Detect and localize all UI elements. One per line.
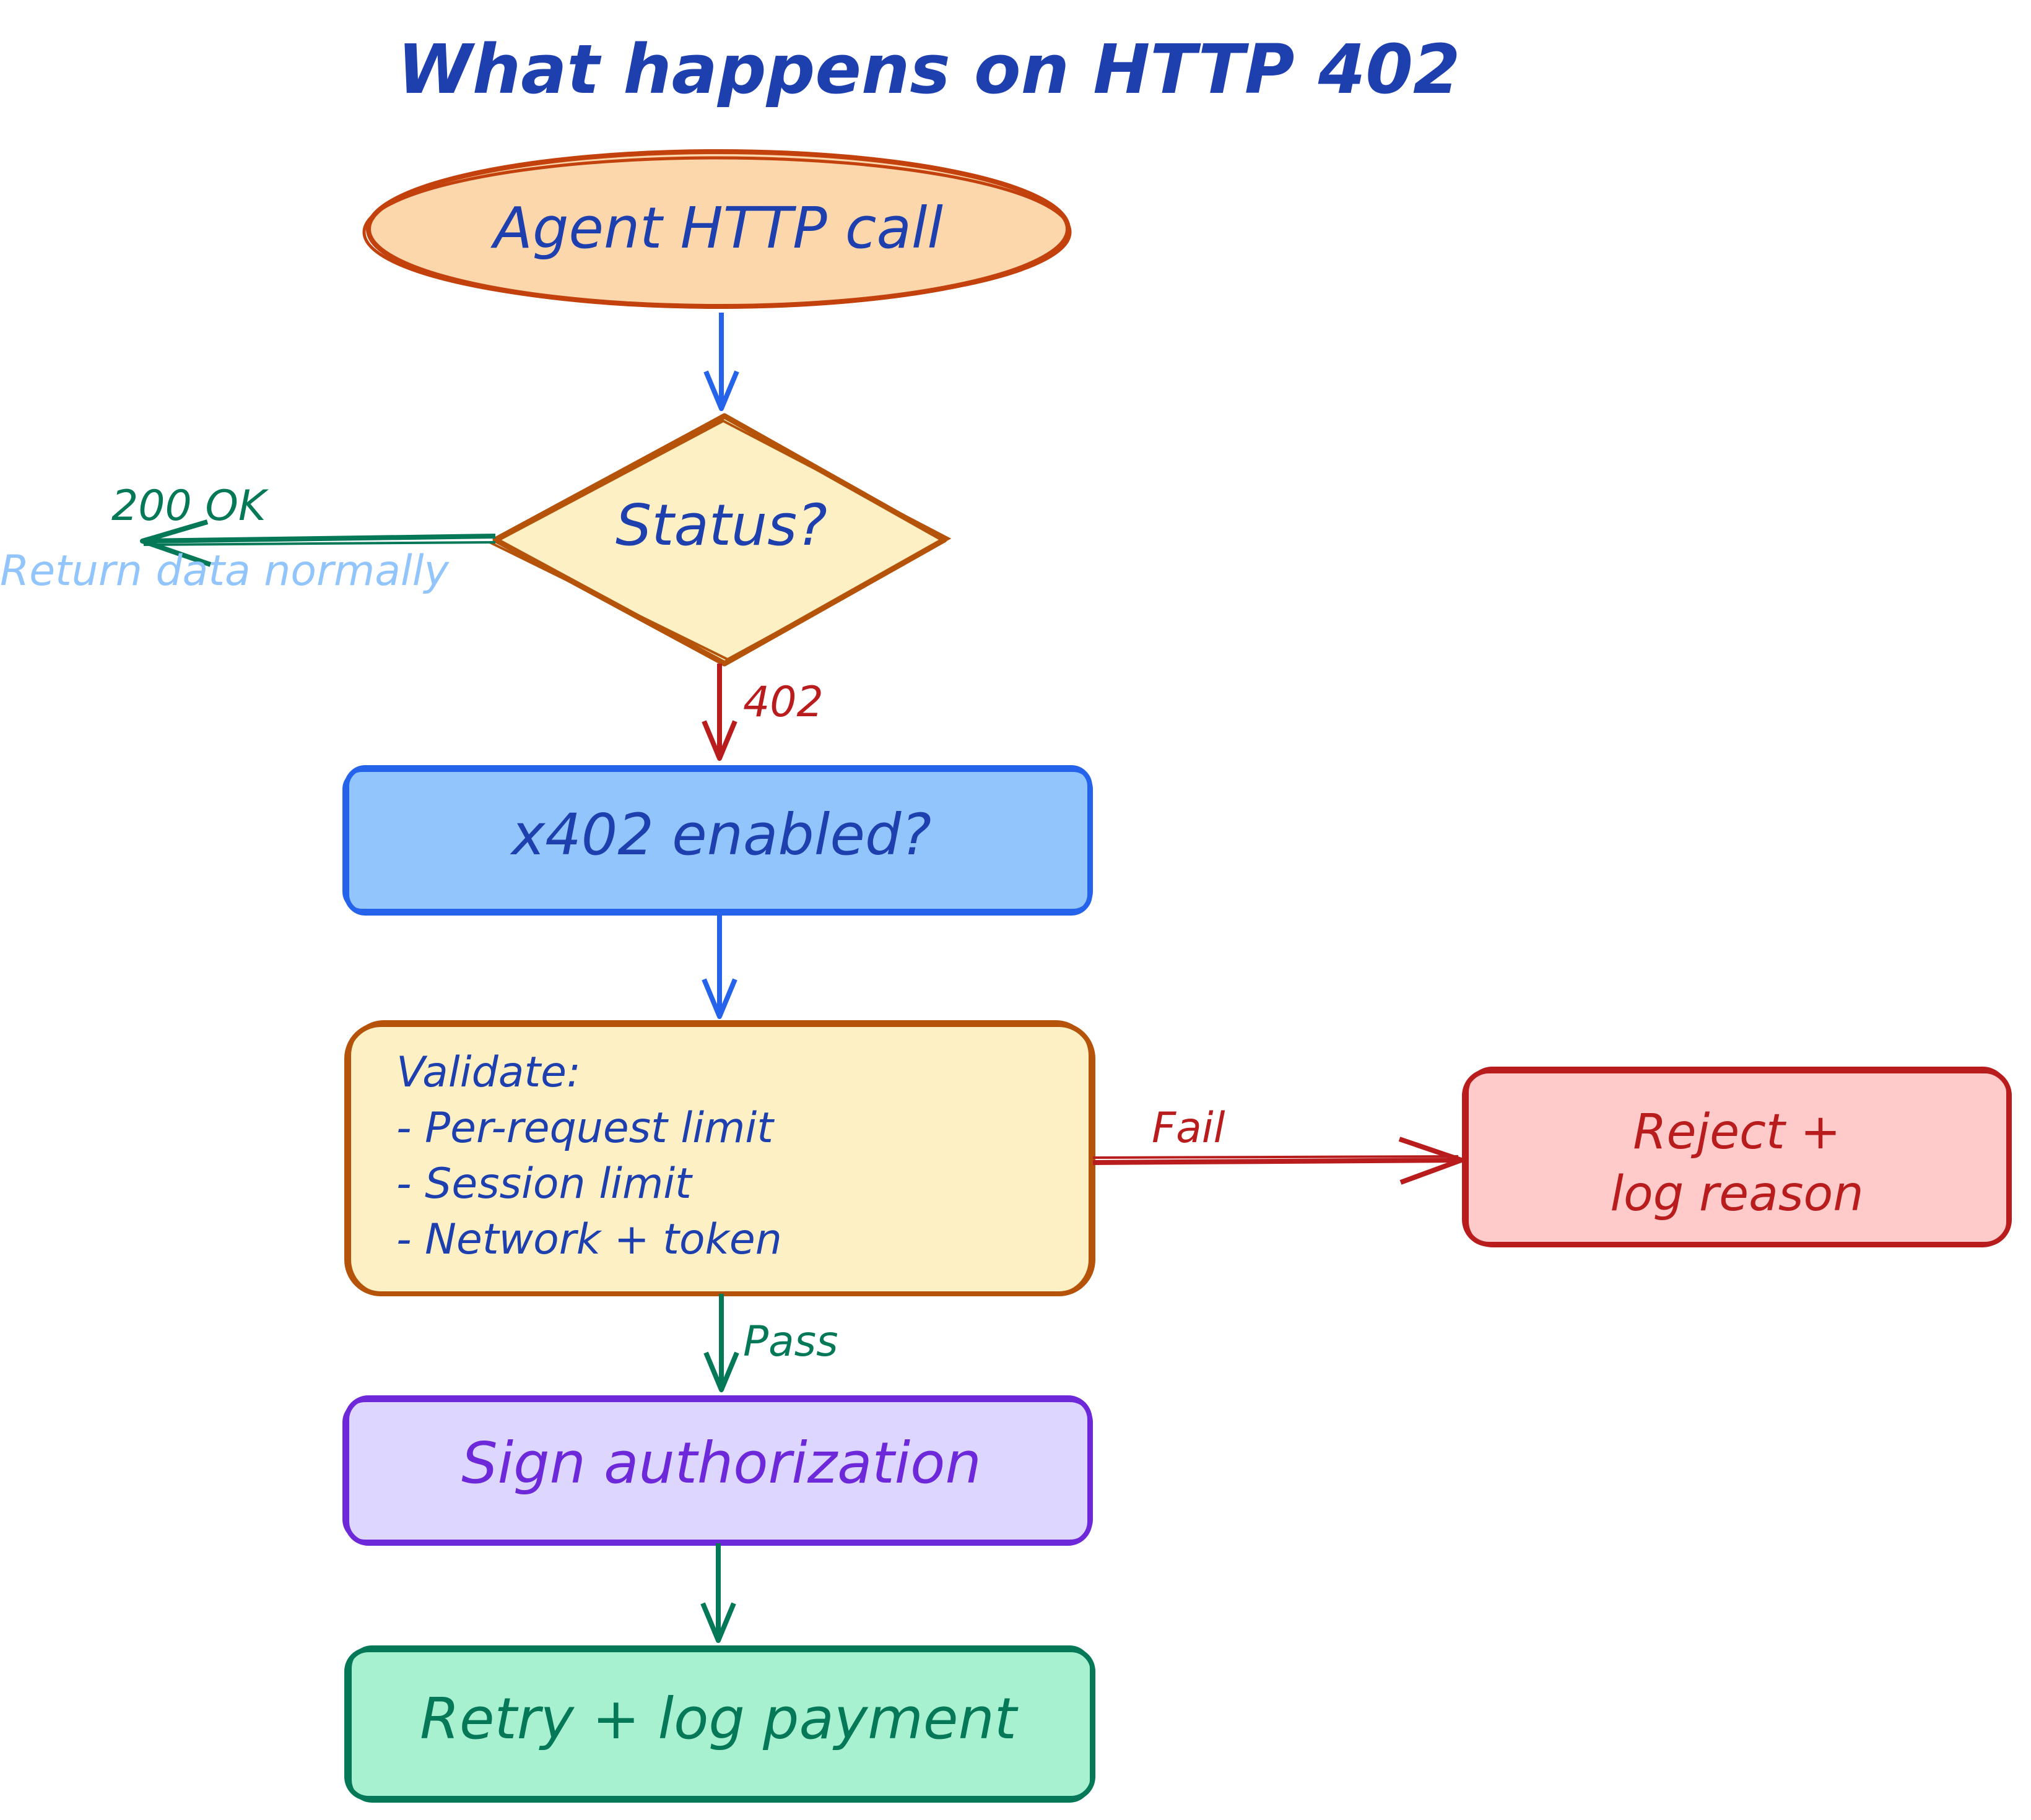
arrow-sign-to-retry [700, 1543, 736, 1643]
edge-label-200-ok: 200 OK [111, 482, 269, 531]
edge-label-pass: Pass [743, 1317, 838, 1366]
x402-enabled-label: x402 enabled? [510, 802, 931, 868]
validate-line-per-request: - Per-request limit [396, 1104, 775, 1153]
validate-node: Validate: - Per-request limit - Session … [344, 1020, 1095, 1296]
sign-authorization-label: Sign authorization [461, 1430, 981, 1496]
retry-node: Retry + log payment [344, 1645, 1095, 1803]
start-node-label: Agent HTTP call [490, 195, 943, 261]
arrow-validate-to-sign [703, 1294, 739, 1392]
x402-enabled-node: x402 enabled? [342, 765, 1093, 916]
start-node: Agent HTTP call [362, 149, 1072, 309]
arrow-x402-to-validate [702, 913, 737, 1019]
arrow-status-to-x402 [702, 664, 737, 761]
edge-label-return-data: Return data normally [0, 547, 450, 596]
validate-line-network: - Network + token [396, 1215, 782, 1264]
validate-heading: Validate: [396, 1048, 581, 1097]
arrow-status-to-ok [140, 519, 496, 567]
edge-label-402: 402 [743, 678, 824, 727]
status-decision-label: Status? [615, 492, 827, 558]
reject-line-2: log reason [1610, 1166, 1863, 1222]
reject-line-1: Reject + [1633, 1104, 1840, 1160]
edge-label-fail: Fail [1152, 1104, 1225, 1153]
arrow-validate-to-reject [1092, 1137, 1464, 1185]
arrow-start-to-status [703, 313, 739, 411]
validate-line-session: - Session limit [396, 1159, 693, 1208]
status-decision: Status? [489, 413, 952, 667]
diagram-title: What happens on HTTP 402 [398, 30, 1461, 109]
sign-authorization-node: Sign authorization [342, 1395, 1093, 1546]
reject-node: Reject + log reason [1462, 1067, 2012, 1247]
retry-label: Retry + log payment [420, 1686, 1019, 1752]
